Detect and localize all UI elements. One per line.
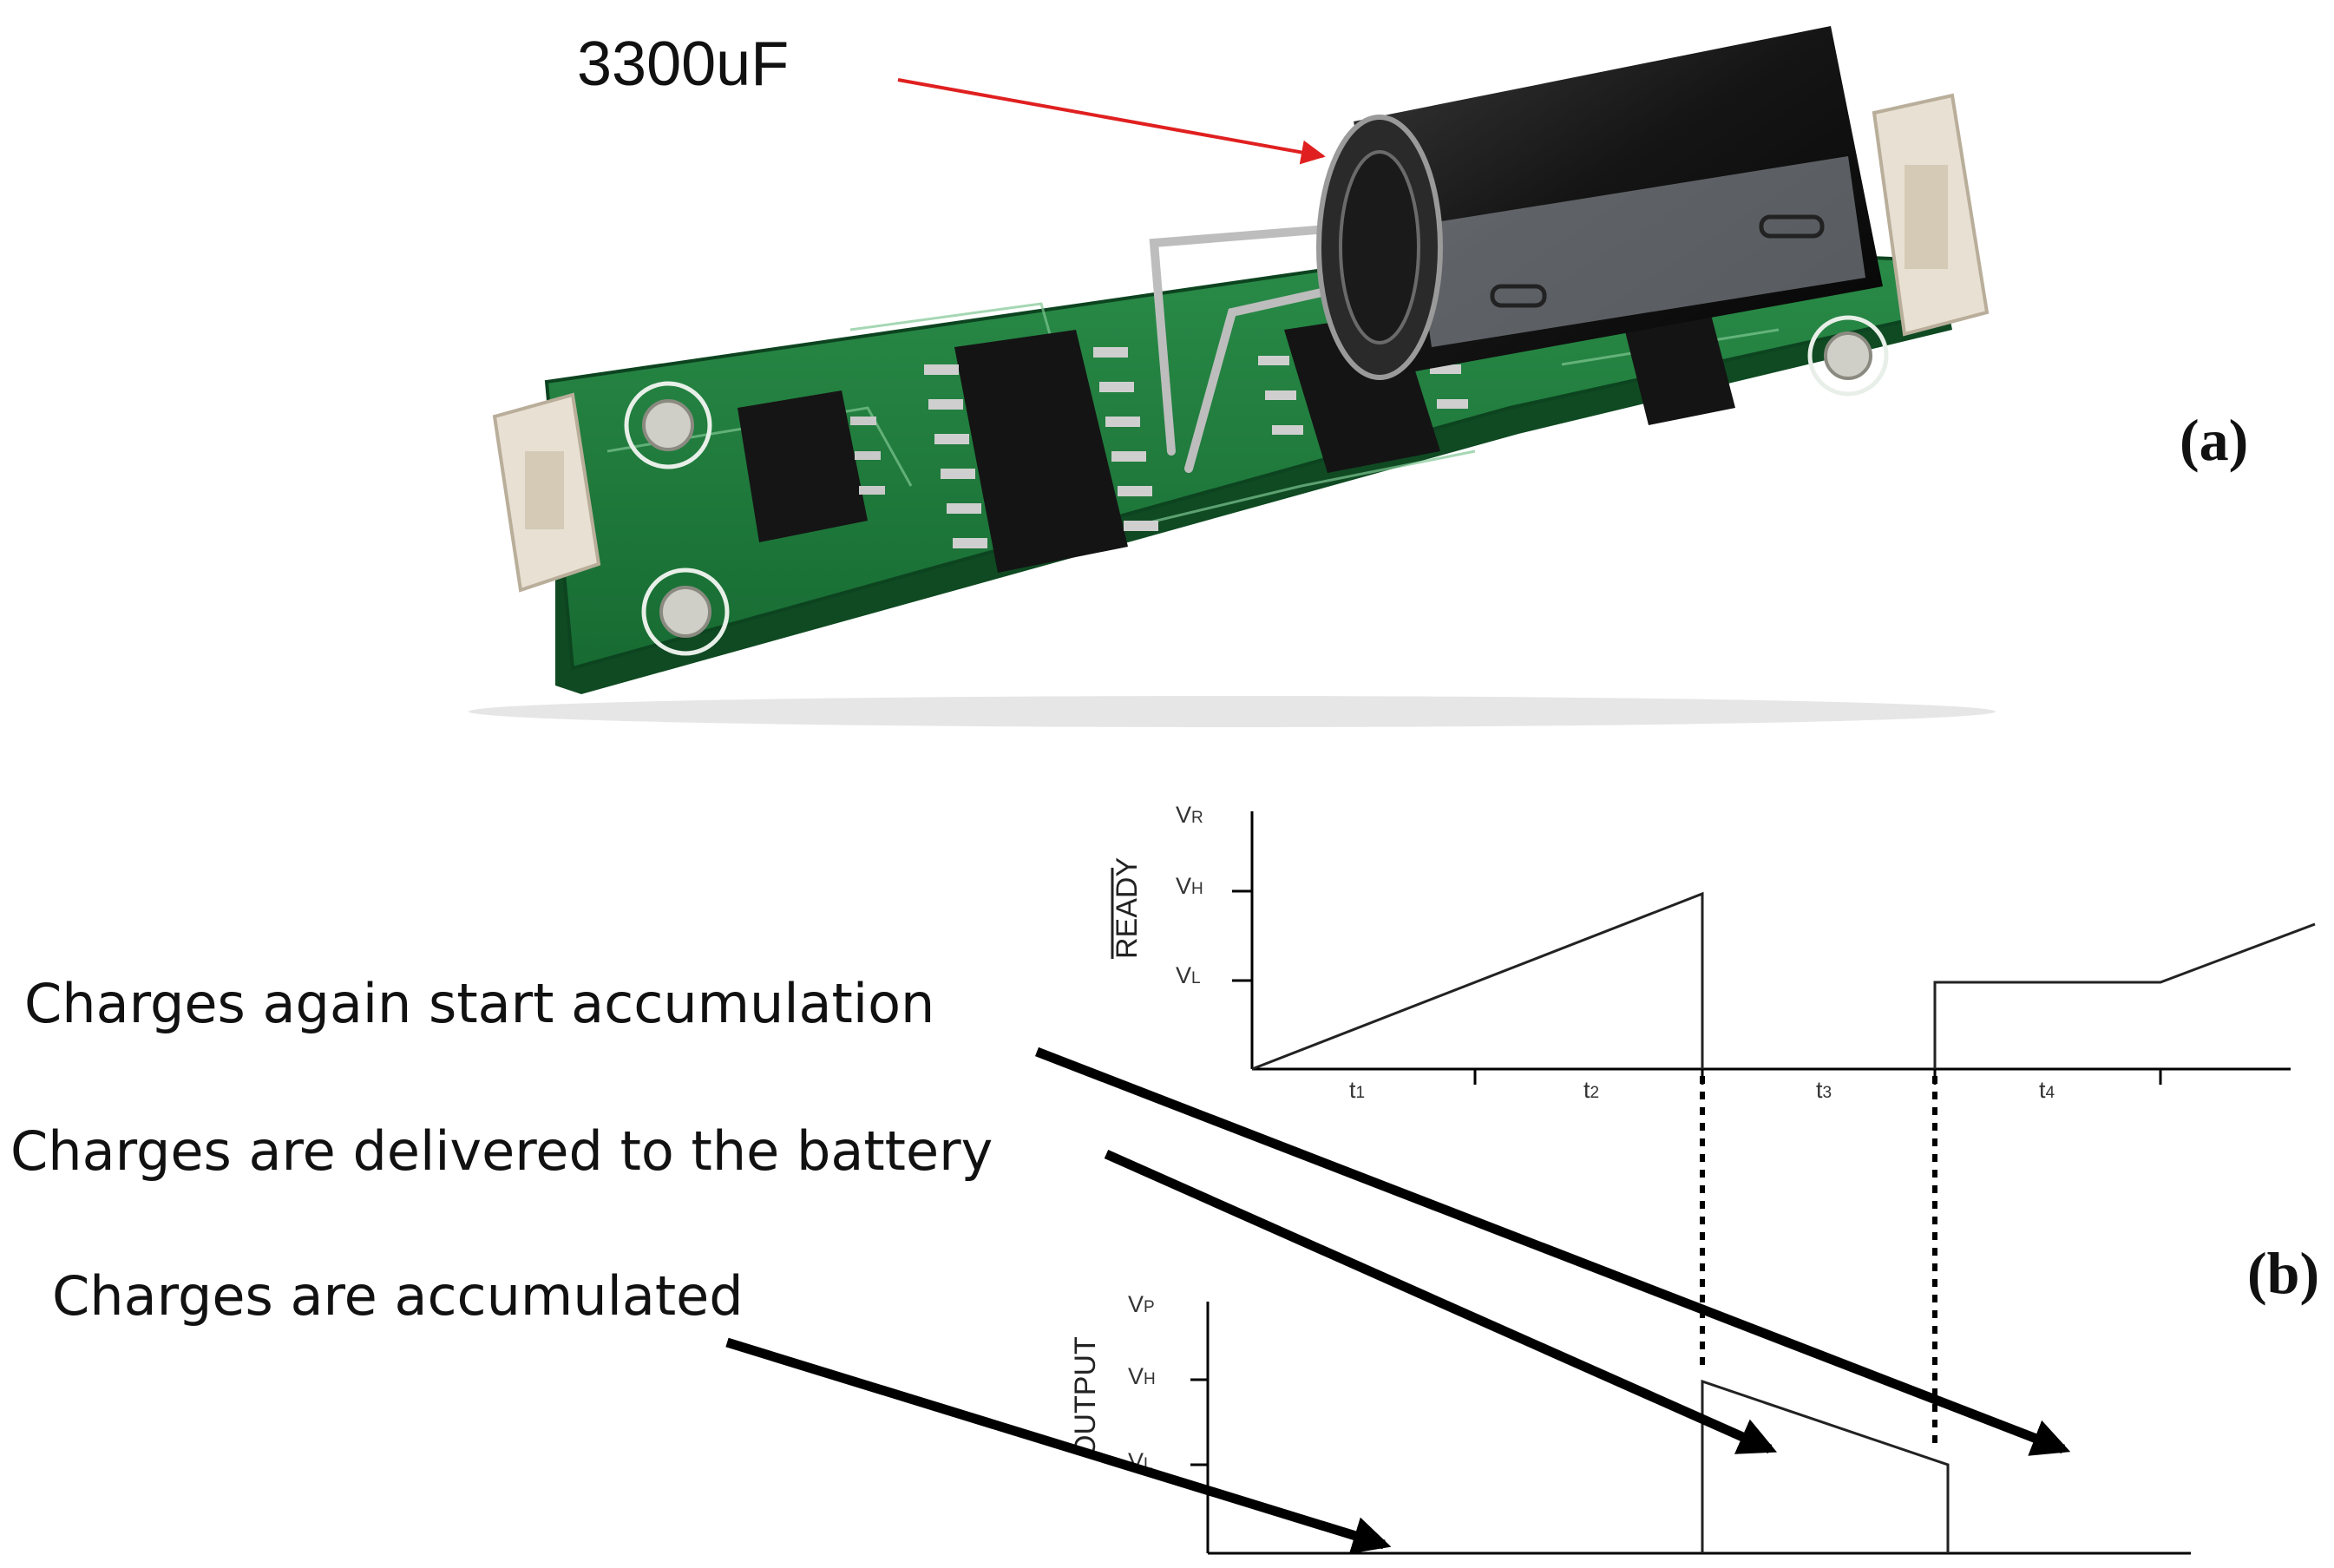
output-level-vp: VP <box>1128 1291 1155 1317</box>
ready-level-vl: VL <box>1176 962 1201 988</box>
capacitor-arrow <box>897 78 1326 165</box>
arrow-delivered <box>1104 1149 1778 1454</box>
ic-right <box>1623 308 1735 425</box>
output-level-vh: VH <box>1128 1363 1156 1389</box>
output-pulse <box>1701 1379 1950 1553</box>
annotation-accumulated: Charges are accumulated <box>52 1264 744 1328</box>
ready-level-vr: VR <box>1176 802 1203 828</box>
annotation-again: Charges again start accumulation <box>24 972 934 1035</box>
ready-time-t3: t3 <box>1816 1077 1832 1103</box>
output-axis-title: OUTPUT <box>1069 1336 1102 1458</box>
panel-a-label: (a) <box>2180 407 2248 473</box>
capacitor-label: 3300uF <box>577 30 789 99</box>
ic-main <box>924 330 1158 573</box>
mounting-holes <box>624 315 1889 656</box>
left-connector <box>492 392 601 593</box>
ready-time-t4: t4 <box>2039 1077 2055 1103</box>
panel-b-label: (b) <box>2247 1240 2319 1306</box>
ready-level-vh: VH <box>1176 873 1203 899</box>
ready-plot: VR VH VL READY t1 t2 t3 t4 <box>1111 802 2316 1103</box>
ready-time-t1: t1 <box>1349 1077 1365 1103</box>
ready-axis-title: READY <box>1111 857 1144 959</box>
ready-time-t2: t2 <box>1583 1077 1599 1103</box>
annotation-delivered: Charges are delivered to the battery <box>10 1119 993 1183</box>
pcb-illustration <box>469 26 1996 727</box>
arrow-again <box>1035 1046 2071 1456</box>
ready-ramp <box>1251 891 1704 1071</box>
arrow-accumulated <box>725 1337 1392 1554</box>
output-plot: VP VH VL OUTPUT <box>1069 1291 2191 1555</box>
capacitor <box>1316 26 1883 380</box>
ready-hold <box>1933 922 2316 1069</box>
right-connector <box>1872 93 1990 337</box>
ic-small-left <box>738 390 885 542</box>
